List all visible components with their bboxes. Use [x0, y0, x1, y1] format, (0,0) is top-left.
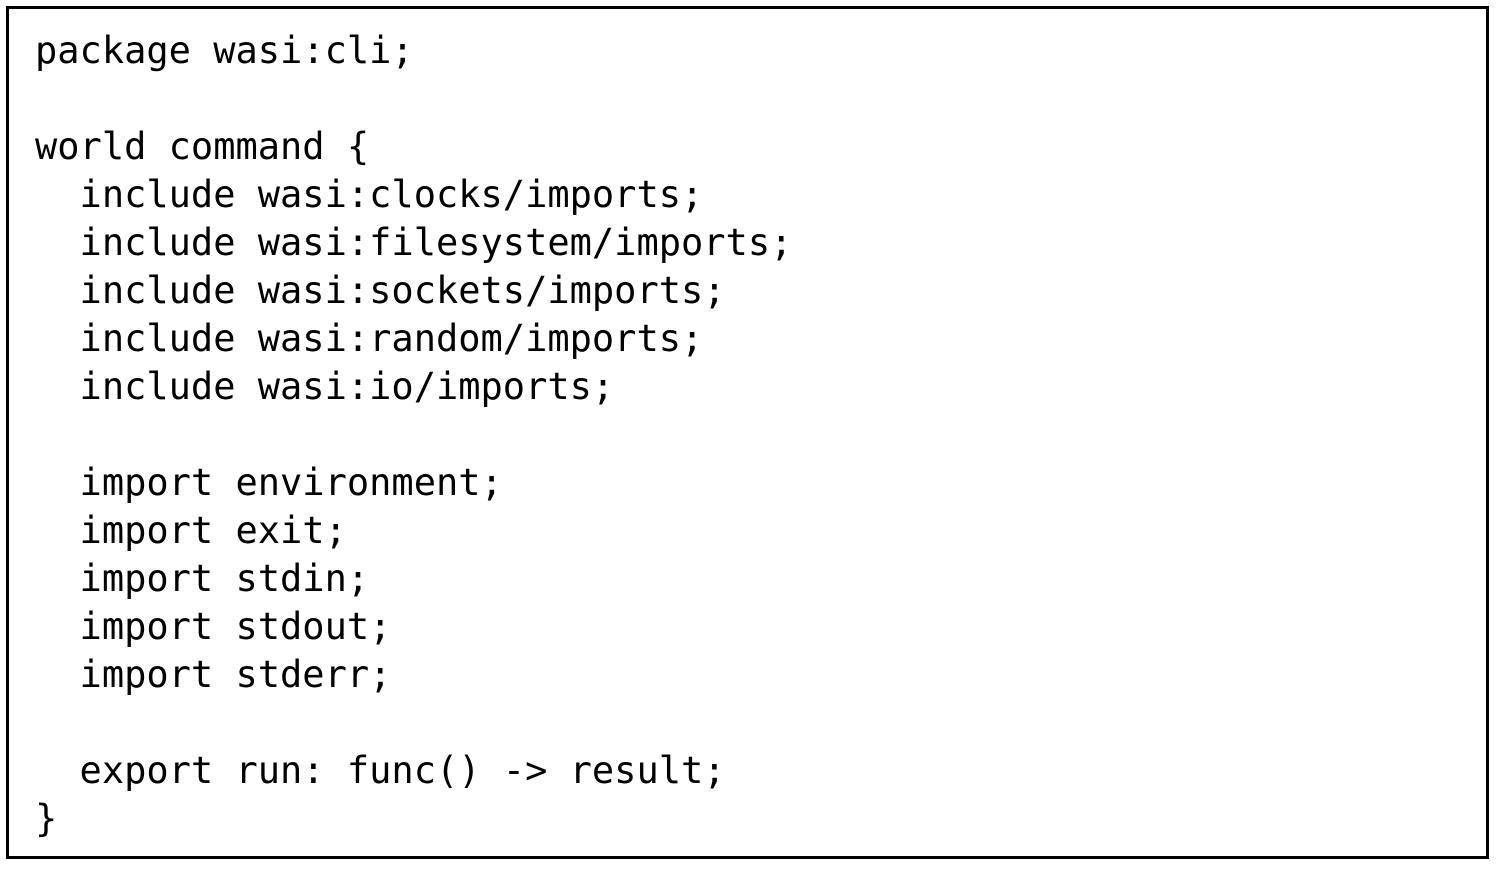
code-line: import environment; — [35, 461, 503, 504]
code-line — [35, 699, 792, 747]
code-line: export run: func() -> result; — [35, 749, 726, 792]
code-line: import stdin; — [35, 557, 370, 600]
code-line — [35, 75, 792, 123]
code-line: include wasi:filesystem/imports; — [35, 221, 793, 264]
code-line: import stdout; — [35, 605, 392, 648]
code-listing-text: package wasi:cli; world command { include… — [35, 27, 792, 843]
code-line: world command { — [35, 125, 370, 168]
code-line: include wasi:io/imports; — [35, 365, 615, 408]
code-line: package wasi:cli; — [35, 29, 414, 72]
code-line: include wasi:random/imports; — [35, 317, 704, 360]
code-line: } — [35, 797, 58, 840]
code-line: include wasi:sockets/imports; — [35, 269, 726, 312]
code-line: import stderr; — [35, 653, 392, 696]
code-line — [35, 411, 792, 459]
code-listing-box: package wasi:cli; world command { include… — [6, 6, 1489, 859]
code-line: include wasi:clocks/imports; — [35, 173, 704, 216]
code-line: import exit; — [35, 509, 347, 552]
